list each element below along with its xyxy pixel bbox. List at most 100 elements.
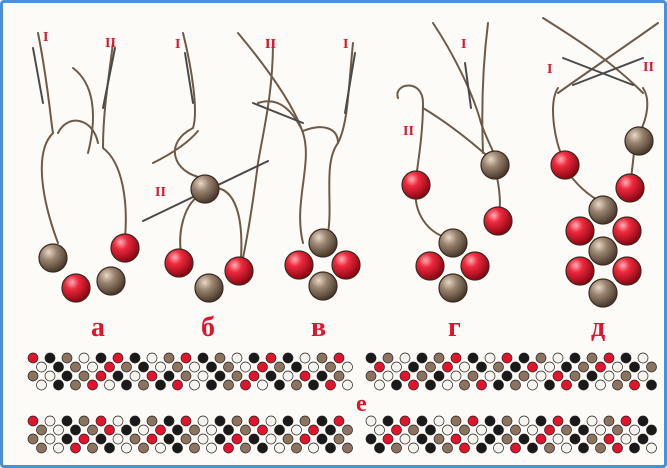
pattern-bead <box>155 379 166 391</box>
pattern-bead <box>382 370 394 382</box>
pattern-bead <box>535 352 547 364</box>
pattern-bead <box>501 352 513 364</box>
pattern-bead <box>391 379 402 391</box>
pattern-bead <box>214 352 226 364</box>
pattern-bead <box>578 442 589 454</box>
pattern-bead <box>104 424 115 436</box>
pattern-bead <box>248 370 260 382</box>
pattern-bead <box>646 424 657 436</box>
pattern-bead <box>248 433 260 445</box>
pattern-bead <box>333 433 345 445</box>
pattern-bead <box>459 361 470 373</box>
pattern-bead <box>408 442 419 454</box>
pattern-bead <box>121 442 132 454</box>
pattern-bead <box>78 352 90 364</box>
step-a-diagram: I II а <box>32 30 140 343</box>
pattern-bead <box>425 361 436 373</box>
pattern-bead <box>467 352 479 364</box>
pattern-bead <box>70 442 81 454</box>
pattern-bead <box>274 442 285 454</box>
pattern-bead <box>180 415 192 427</box>
pattern-bead <box>163 433 175 445</box>
pattern-bead <box>44 433 56 445</box>
pattern-bead <box>374 379 385 391</box>
pattern-bead <box>333 370 345 382</box>
pattern-bead <box>308 379 319 391</box>
pattern-bead <box>27 370 39 382</box>
pattern-bead <box>399 352 411 364</box>
pattern-bead <box>87 361 98 373</box>
pattern-bead <box>214 415 226 427</box>
pattern-bead <box>316 415 328 427</box>
pattern-bead <box>595 424 606 436</box>
pattern-bead <box>484 415 496 427</box>
pattern-bead <box>316 352 328 364</box>
pattern-bead <box>425 424 436 436</box>
pattern-bead <box>586 370 598 382</box>
pattern-bead <box>365 352 377 364</box>
pattern-bead <box>308 361 319 373</box>
pattern-bead <box>197 433 209 445</box>
pattern-bead <box>382 352 394 364</box>
step-a-needle-label-1: I <box>43 30 48 45</box>
pattern-bead <box>53 361 64 373</box>
pattern-bead <box>552 415 564 427</box>
pattern-bead <box>467 370 479 382</box>
pattern-bead <box>527 379 538 391</box>
step-a-needle-label-2: II <box>105 36 116 51</box>
pattern-bead <box>569 415 581 427</box>
pattern-bead <box>620 352 632 364</box>
pattern-bead <box>248 415 260 427</box>
step-d-diagram: I II г <box>396 22 513 343</box>
pattern-bead <box>535 415 547 427</box>
pattern-bead <box>442 442 453 454</box>
pattern-bead <box>172 361 183 373</box>
pattern-bead <box>291 424 302 436</box>
pattern-bead <box>476 424 487 436</box>
pattern-bead <box>231 433 243 445</box>
pattern-bead <box>416 352 428 364</box>
pattern-bead <box>552 370 564 382</box>
step-b-needle-label-2: II <box>265 37 276 52</box>
pattern-bead <box>510 361 521 373</box>
pattern-bead <box>399 433 411 445</box>
pattern-bead <box>637 352 649 364</box>
pattern-bead <box>78 433 90 445</box>
pattern-bead <box>442 379 453 391</box>
pattern-bead <box>595 379 606 391</box>
pattern-bead <box>189 361 200 373</box>
patterns-letter: е <box>356 391 367 417</box>
pattern-bead <box>138 442 149 454</box>
pattern-bead <box>104 361 115 373</box>
pattern-bead <box>425 379 436 391</box>
pattern-bead <box>265 352 277 364</box>
pattern-bead <box>155 361 166 373</box>
pattern-bead <box>333 415 345 427</box>
pattern-bead <box>214 370 226 382</box>
pattern-bead <box>646 379 657 391</box>
pattern-bead <box>240 442 251 454</box>
pattern-bead <box>527 424 538 436</box>
pattern-bead <box>459 442 470 454</box>
pattern-bead <box>180 370 192 382</box>
step-e-diagram: I II д <box>542 17 659 343</box>
pattern-bead <box>308 424 319 436</box>
pattern-bead <box>95 352 107 364</box>
pattern-bead <box>95 370 107 382</box>
pattern-bead <box>459 424 470 436</box>
pattern-bead <box>442 361 453 373</box>
pattern-bead <box>112 352 124 364</box>
pattern-bead <box>586 352 598 364</box>
pattern-bead <box>578 361 589 373</box>
pattern-bead <box>450 433 462 445</box>
pattern-bead <box>121 379 132 391</box>
bead-pattern-rows <box>27 352 657 454</box>
pattern-bead <box>138 424 149 436</box>
pattern-bead <box>299 433 311 445</box>
pattern-bead <box>535 370 547 382</box>
pattern-bead <box>70 424 81 436</box>
pattern-bead <box>484 352 496 364</box>
pattern-bead <box>282 370 294 382</box>
pattern-bead <box>552 352 564 364</box>
